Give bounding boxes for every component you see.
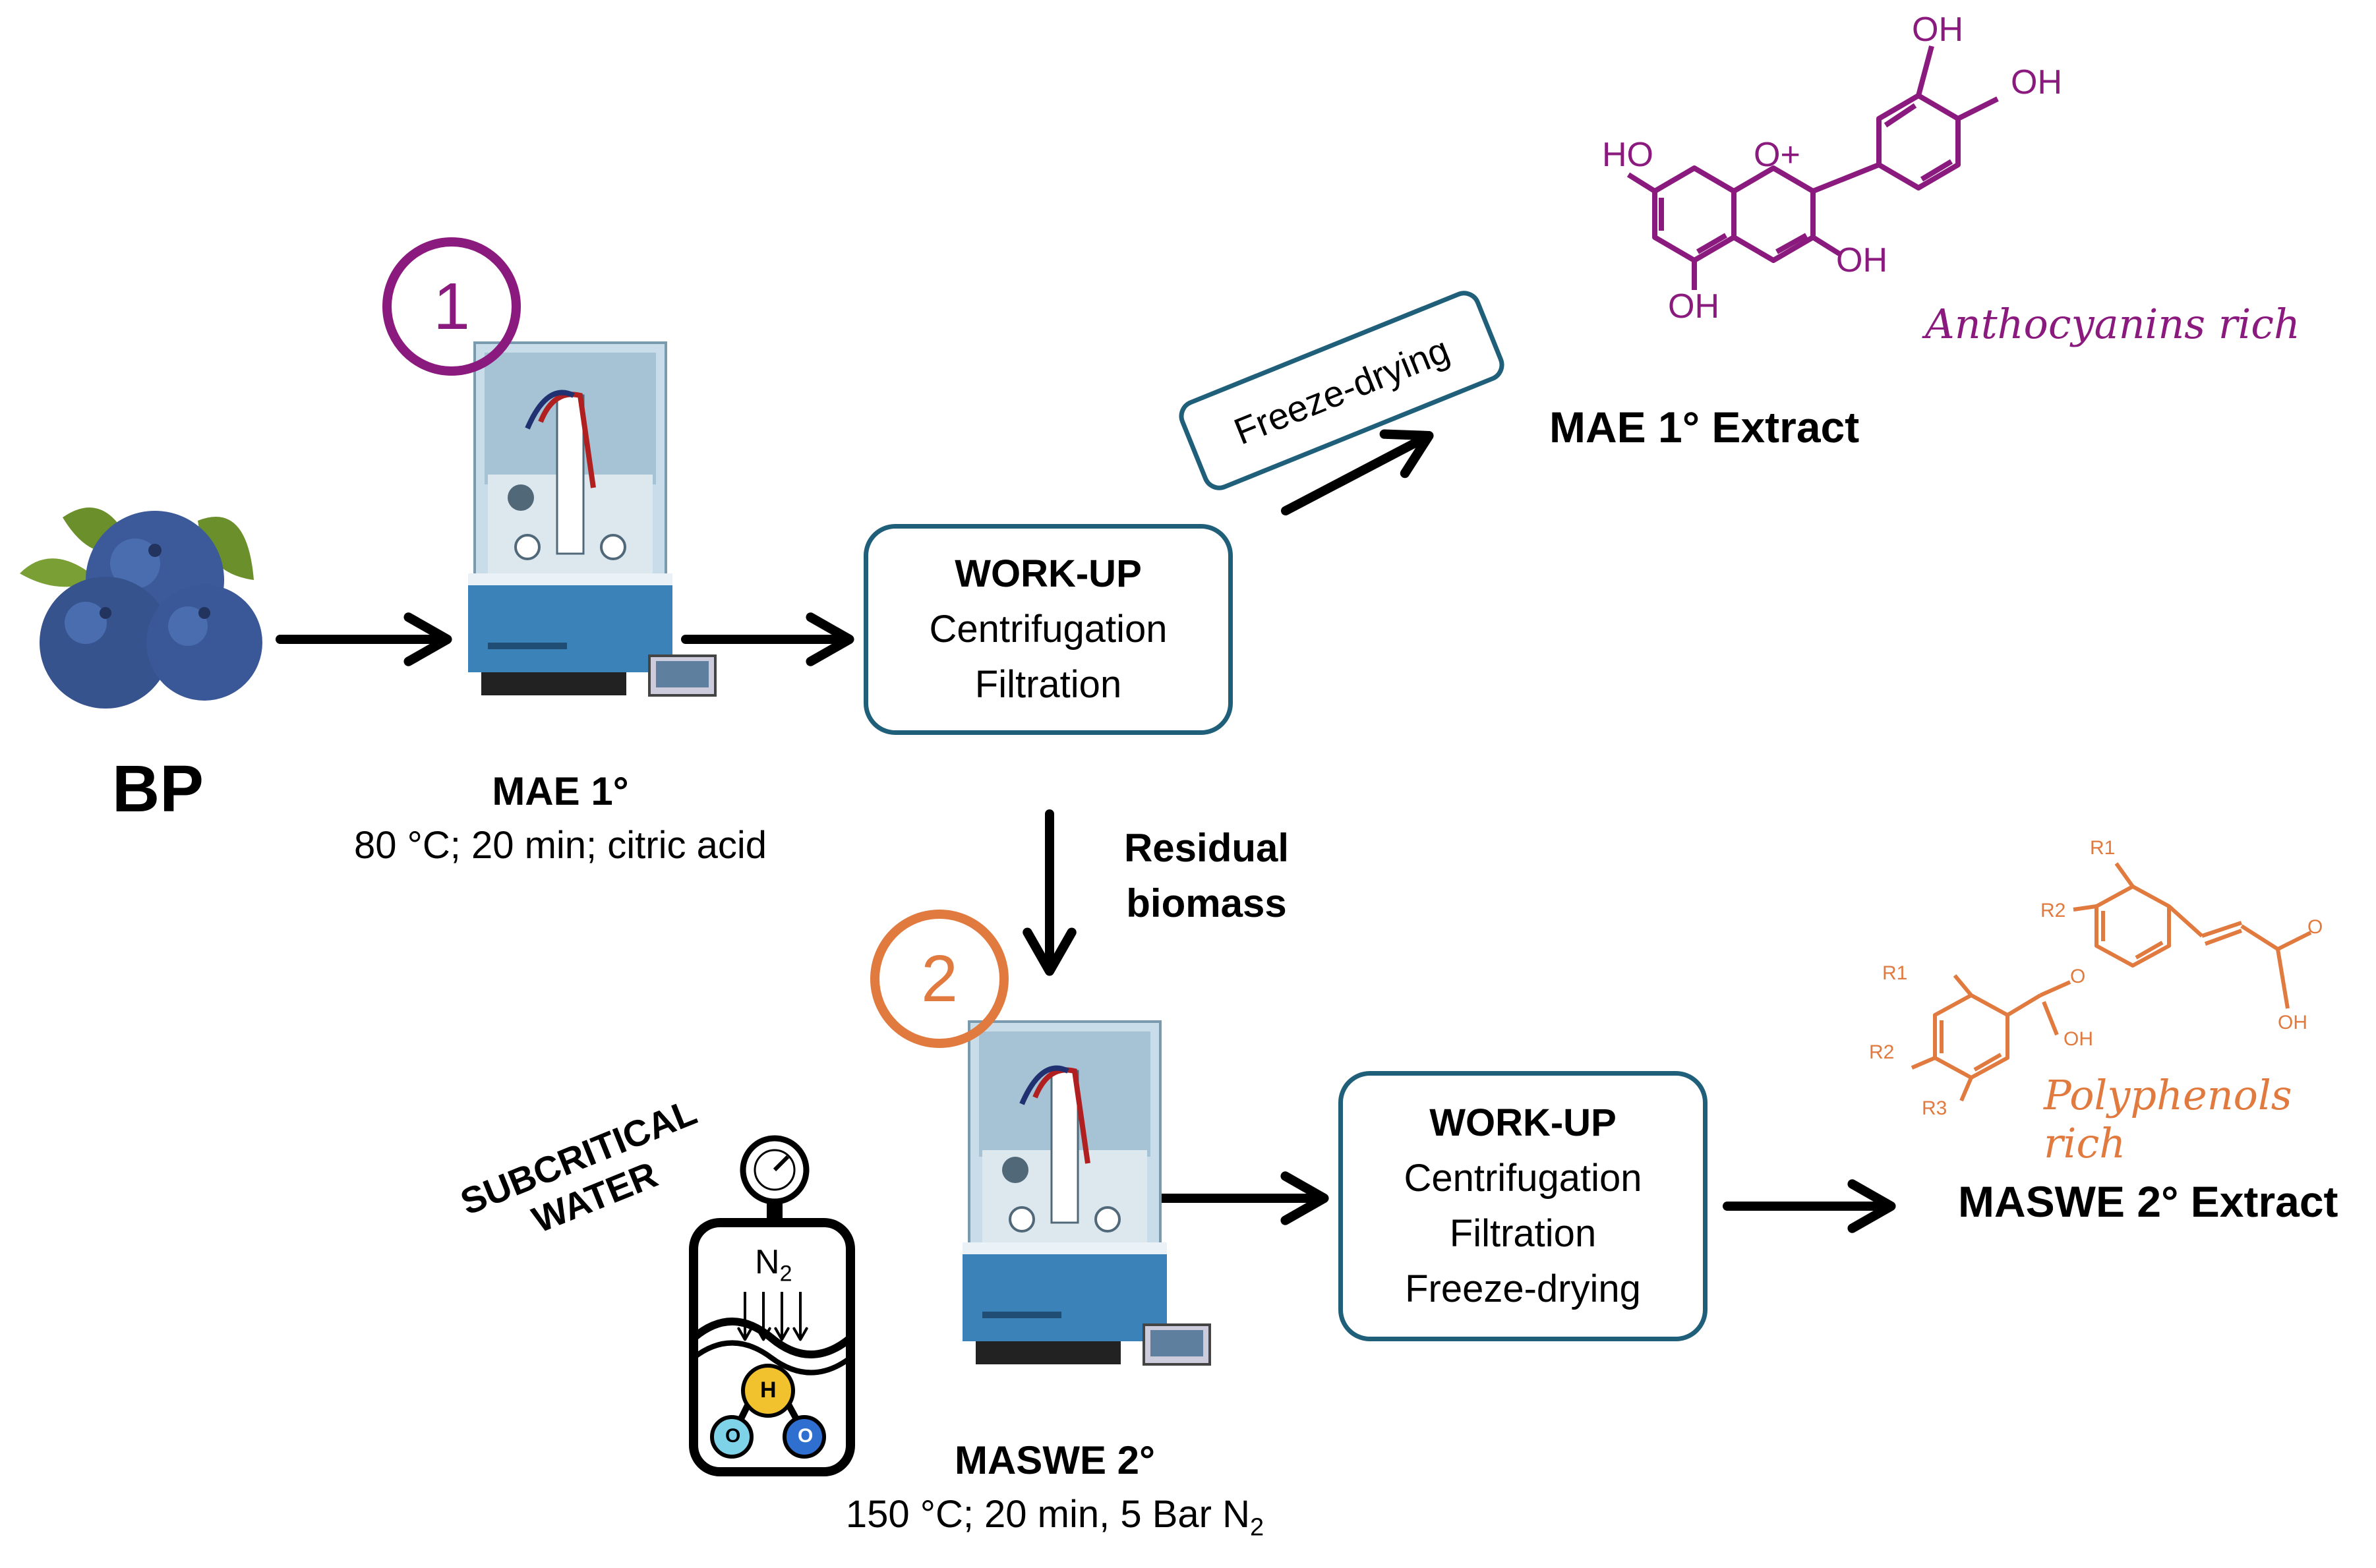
gas-symbol: N (755, 1243, 780, 1281)
reactor-1-icon (468, 341, 717, 697)
extract-1-annotation: Anthocyanins rich (1925, 300, 2300, 348)
atom-label: OH (1836, 241, 1887, 279)
step-1-caption: MAE 1° 80 °C; 20 min; citric acid (297, 765, 824, 873)
blueberry-icon (20, 508, 262, 709)
vessel-gas-label: N2 (755, 1242, 792, 1287)
step-2-badge: 2 (870, 910, 1009, 1048)
step-2-conditions: 150 °C; 20 min, 5 Bar N2 (791, 1488, 1319, 1555)
polyphenol-structure-icon (1911, 862, 2312, 1102)
atom-label: OH (1668, 287, 1719, 326)
atom-label: OH (2278, 1012, 2307, 1033)
pressure-vessel-icon (689, 1135, 855, 1476)
atom-label: O+ (1754, 136, 1800, 174)
atom-label: OH (1912, 11, 1963, 49)
residual-line: Residual (1123, 826, 1290, 870)
atom-label: O (2307, 916, 2323, 938)
atom-label: R3 (1922, 1097, 1947, 1119)
workup-1-title: WORK-UP (955, 552, 1142, 595)
extract-2-annotation: Polyphenols rich (2044, 1071, 2292, 1167)
workup-2-title: WORK-UP (1429, 1101, 1617, 1144)
atom-label: R2 (2040, 900, 2066, 921)
reactor-2-icon (963, 1020, 1211, 1366)
workup-2-box: WORK-UP Centrifugation Filtration Freeze… (1338, 1071, 1708, 1341)
step-2-caption: MASWE 2° 150 °C; 20 min, 5 Bar N2 (791, 1434, 1319, 1555)
arrow-workup-to-extract1 (1281, 429, 1434, 515)
atom-label: HO (1602, 136, 1653, 174)
step-2-conditions-text: 150 °C; 20 min, 5 Bar N (845, 1493, 1250, 1536)
anthocyanin-structure-icon (1626, 45, 1999, 290)
workup-2-line: Freeze-drying (1405, 1267, 1641, 1310)
step-2-conditions-sub: 2 (1250, 1513, 1264, 1542)
atom-label: OH (2011, 63, 2062, 102)
workup-1-line: Centrifugation (929, 608, 1168, 651)
step-1-title: MAE 1° (492, 769, 629, 813)
gas-subscript: 2 (779, 1261, 792, 1287)
atom-label: R2 (1869, 1041, 1895, 1063)
step-1-badge: 1 (382, 237, 521, 376)
step-1-conditions: 80 °C; 20 min; citric acid (354, 824, 767, 867)
atom-o2-label: O (798, 1425, 814, 1447)
step-2-title: MASWE 2° (954, 1438, 1155, 1482)
atom-label: O (2070, 966, 2086, 987)
extract-2-label: MASWE 2° Extract (1958, 1177, 2338, 1226)
atom-label: OH (2064, 1028, 2093, 1050)
residual-line: biomass (1126, 881, 1287, 925)
workup-1-line: Filtration (974, 663, 1122, 706)
workup-1-box: WORK-UP Centrifugation Filtration (864, 524, 1233, 735)
start-label: BP (112, 752, 204, 826)
atom-o1-label: O (725, 1425, 741, 1447)
atom-h-label: H (760, 1378, 777, 1403)
atom-label: R1 (1882, 962, 1908, 984)
workup-2-line: Centrifugation (1404, 1157, 1642, 1200)
atom-label: R1 (2090, 837, 2116, 859)
extract-1-label: MAE 1° Extract (1549, 403, 1860, 451)
residual-biomass-label: Residual biomass (1108, 821, 1305, 931)
workup-2-line: Filtration (1449, 1212, 1597, 1255)
